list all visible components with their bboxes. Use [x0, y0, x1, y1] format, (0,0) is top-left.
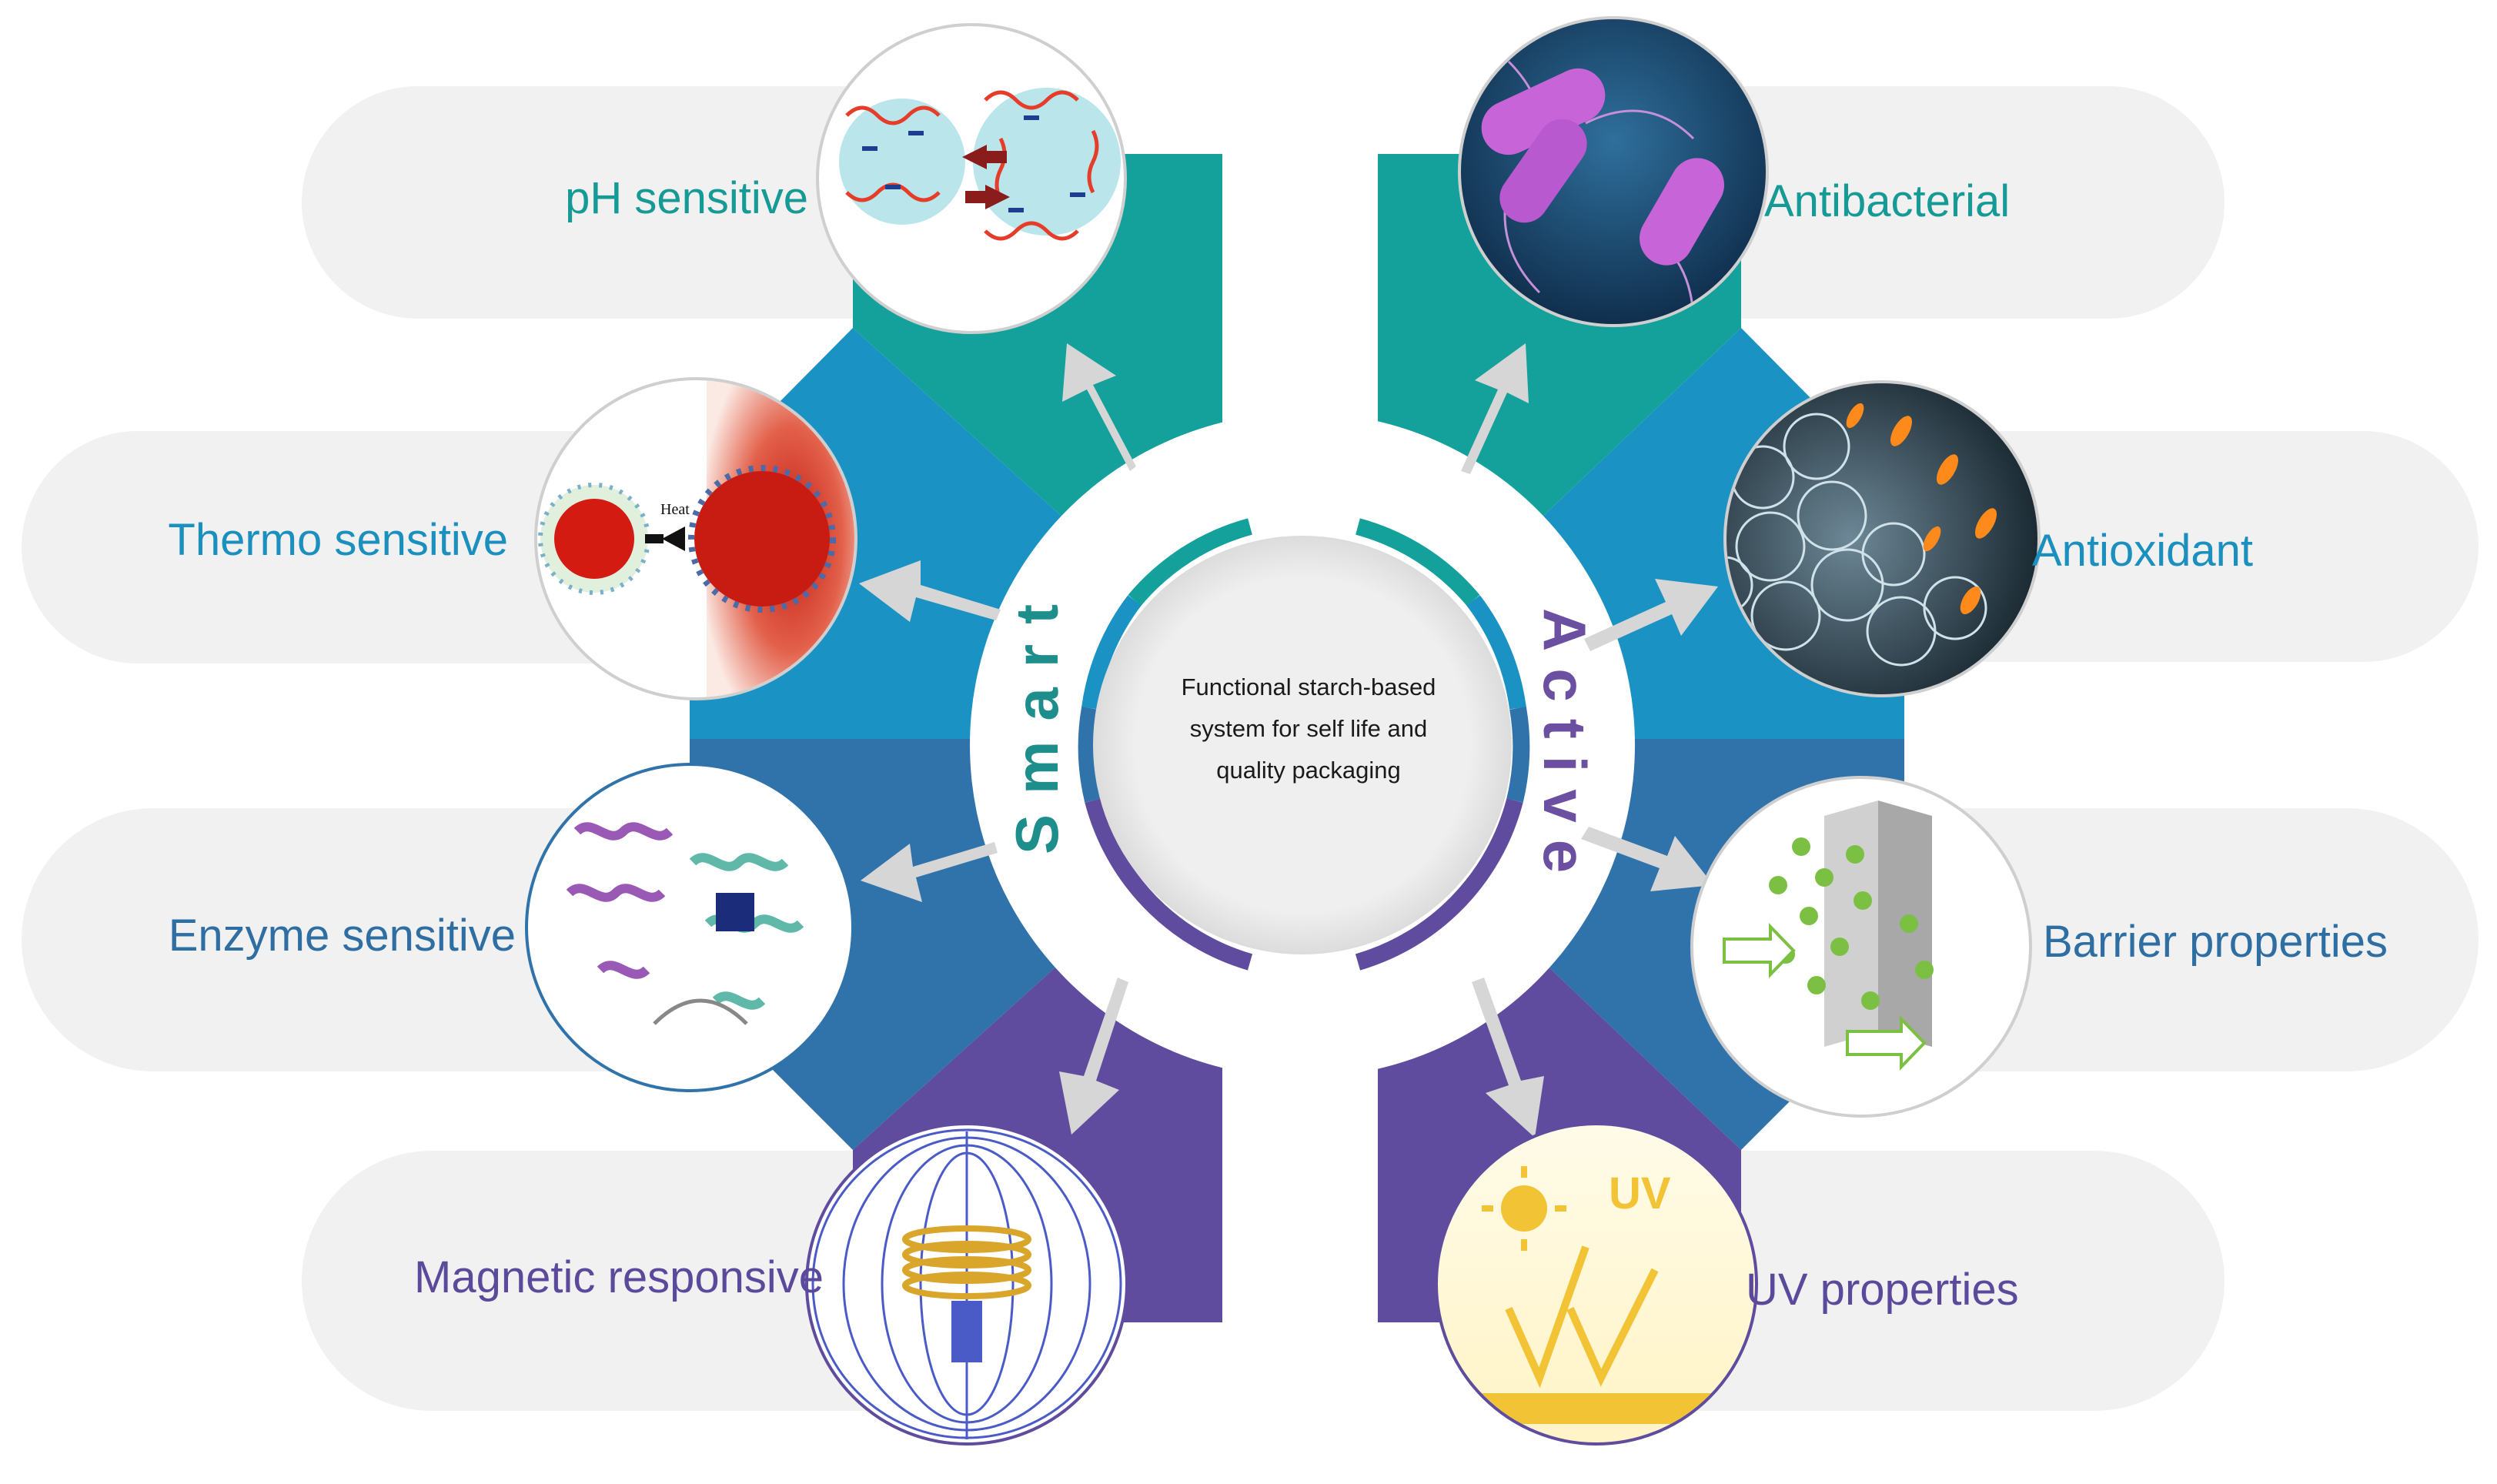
label-antibacterial: Antibacterial	[1764, 176, 2011, 226]
barrier-film-icon	[1690, 776, 2032, 1118]
label-antioxidant: Antioxidant	[2032, 526, 2253, 576]
heat-label: Heat	[660, 501, 690, 518]
center-line-3: quality packaging	[1216, 757, 1401, 784]
active-letters: Active	[1531, 608, 1599, 890]
smart-label: Smart	[1003, 584, 1071, 854]
active-label: Active	[1531, 608, 1599, 890]
center-line-2: system for self life and	[1189, 715, 1428, 742]
center-text: Functional starch-based system for self …	[1108, 667, 1509, 791]
smart-letters: Smart	[1003, 584, 1071, 854]
cell-antioxidant-icon	[1723, 380, 2041, 697]
arrow-barrier	[1581, 827, 1713, 891]
arc-smart-teal	[1128, 518, 1252, 607]
uv-sun-icon: UV	[1435, 1122, 1758, 1446]
label-enzyme-sensitive: Enzyme sensitive	[168, 911, 516, 961]
arrows	[859, 343, 1718, 1138]
arc-smart-steel	[1078, 707, 1101, 803]
label-uv-properties: UV properties	[1746, 1265, 2019, 1315]
arc-active-teal	[1355, 518, 1480, 607]
arrow-antibacterial	[1461, 343, 1529, 474]
arc-active-purple	[1355, 798, 1523, 971]
label-barrier-properties: Barrier properties	[2043, 917, 2388, 967]
arrow-enzyme	[861, 842, 998, 902]
arrow-antioxidant	[1584, 579, 1718, 651]
label-thermo-sensitive: Thermo sensitive	[168, 515, 508, 565]
label-magnetic-responsive: Magnetic responsive	[414, 1252, 824, 1302]
magnetic-coil-icon	[805, 1122, 1128, 1446]
arc-smart-purple	[1085, 798, 1253, 971]
arrow-uv	[1472, 978, 1544, 1138]
arc-active-sky	[1466, 595, 1526, 710]
ph-swelling-icon	[816, 23, 1127, 334]
arc-smart-sky	[1081, 595, 1142, 710]
center-disc	[1093, 536, 1512, 954]
arrow-ph	[1062, 343, 1136, 471]
enzyme-protein-icon	[525, 763, 854, 1092]
arrow-thermo	[859, 560, 1001, 622]
arc-active-steel	[1506, 707, 1530, 803]
bacteria-icon	[1458, 16, 1769, 327]
uv-glyph: UV	[1609, 1168, 1671, 1218]
label-ph-sensitive: pH sensitive	[565, 173, 808, 223]
arrow-magnetic	[1059, 978, 1128, 1135]
inner-arcs	[1078, 518, 1530, 971]
center-line-1: Functional starch-based	[1181, 673, 1436, 700]
